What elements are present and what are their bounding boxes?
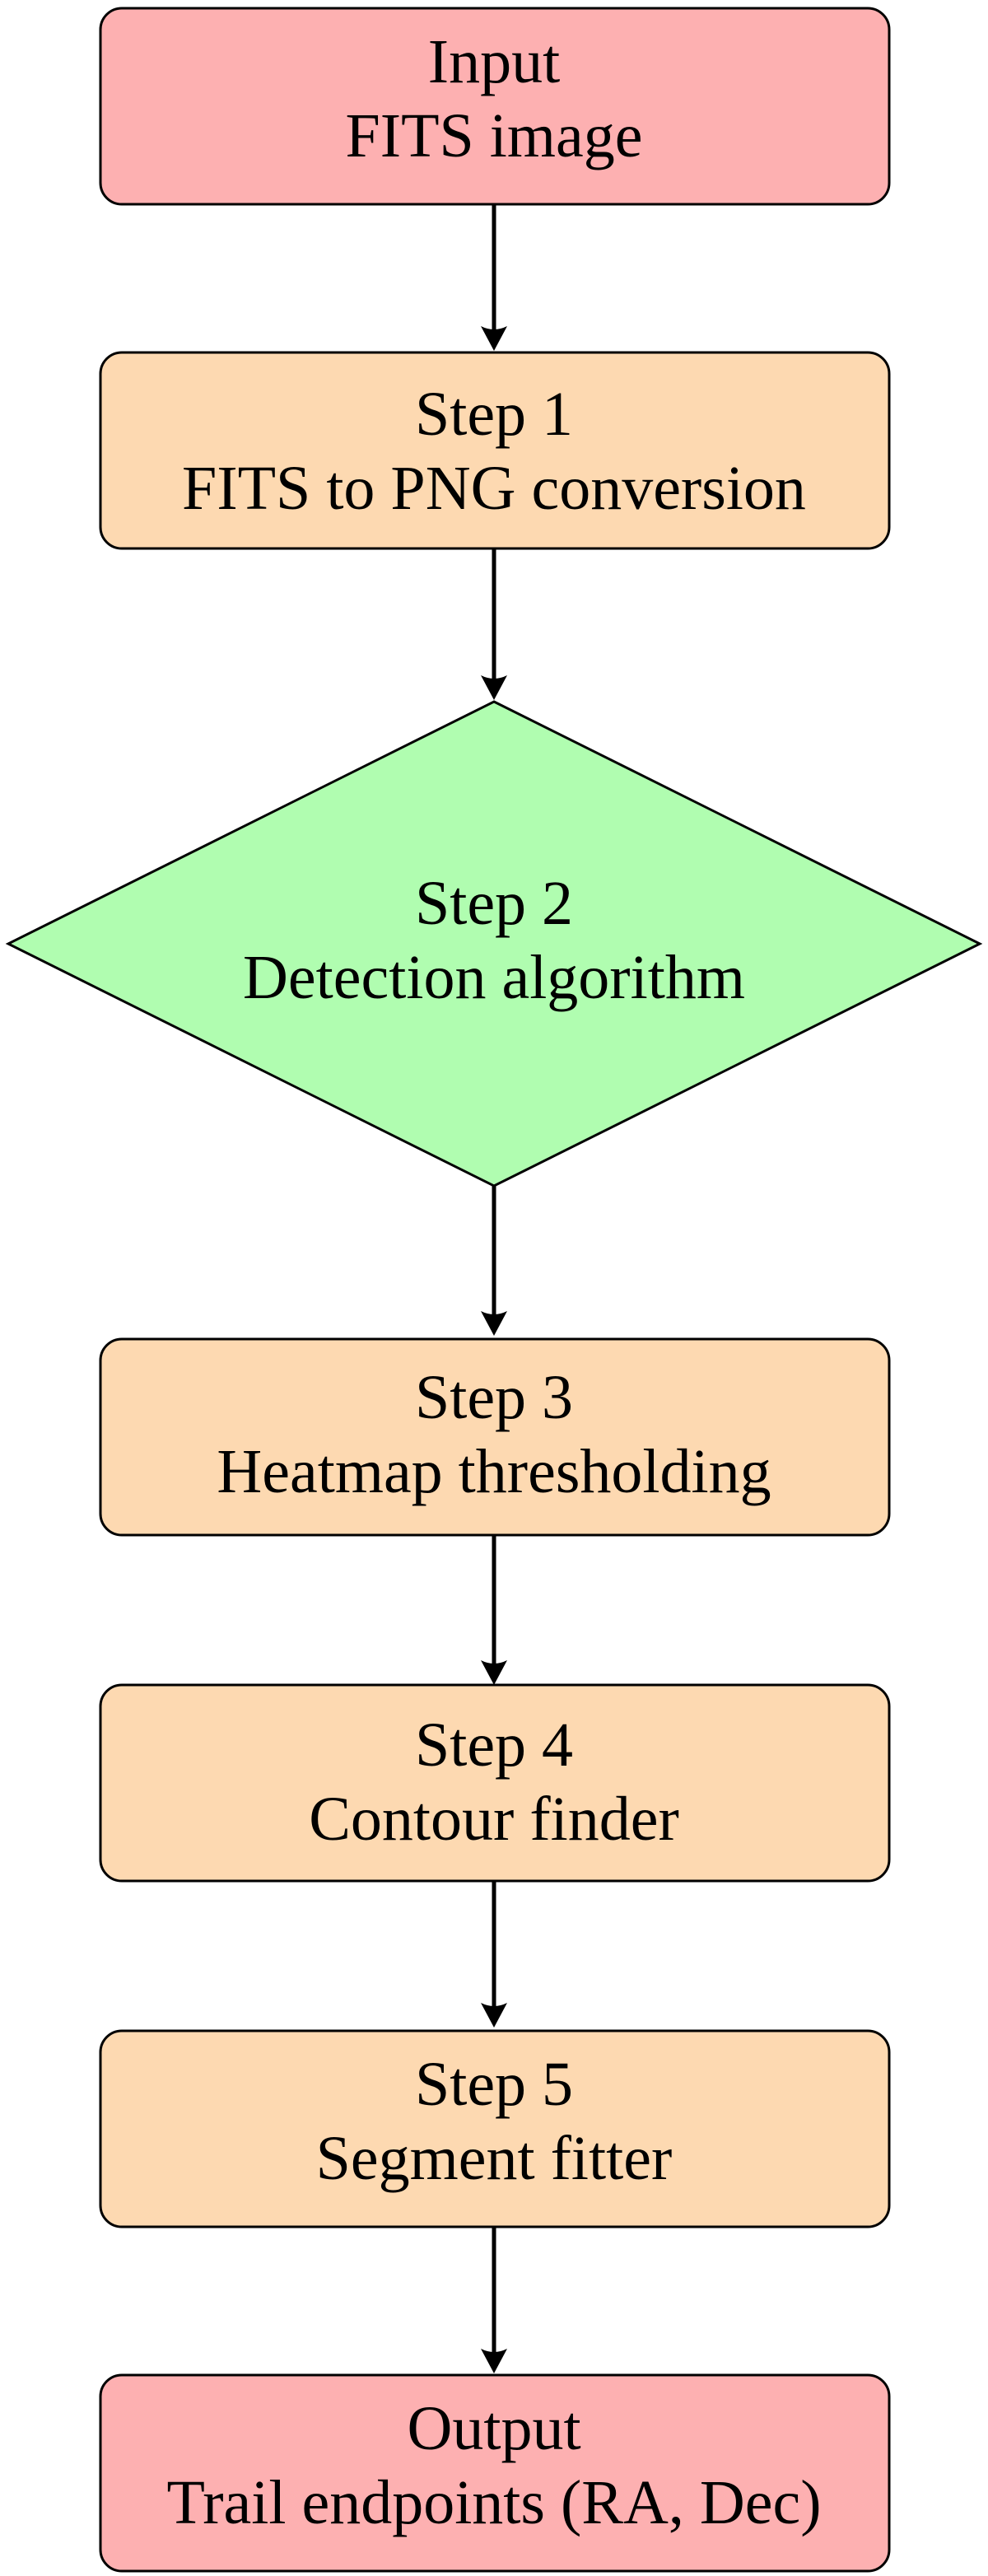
- node-output-title: Output: [407, 2394, 580, 2463]
- node-step2-title: Step 2: [415, 869, 573, 938]
- node-input-subtitle: FITS image: [346, 101, 643, 170]
- node-input-title: Input: [428, 27, 560, 96]
- arrow-step5-to-output: [481, 2227, 507, 2373]
- node-step2: Step 2 Detection algorithm: [5, 700, 983, 1188]
- node-step5-title: Step 5: [415, 2050, 573, 2119]
- node-step1-subtitle: FITS to PNG conversion: [182, 454, 806, 523]
- node-step5: Step 5 Segment fitter: [99, 2029, 891, 2228]
- node-step3-title: Step 3: [415, 1363, 573, 1432]
- arrow-step3-to-step4: [481, 1535, 507, 1685]
- node-step2-subtitle: Detection algorithm: [243, 943, 745, 1012]
- node-step4-subtitle: Contour finder: [309, 1785, 679, 1854]
- connector-arrows: [481, 204, 507, 2373]
- node-step1-title: Step 1: [415, 380, 573, 449]
- arrow-input-to-step1: [481, 204, 507, 351]
- node-step3-subtitle: Heatmap thresholding: [217, 1437, 771, 1506]
- arrow-step1-to-step2: [481, 548, 507, 700]
- arrow-step4-to-step5: [481, 1881, 507, 2028]
- node-output: Output Trail endpoints (RA, Dec): [99, 2373, 891, 2573]
- node-output-subtitle: Trail endpoints (RA, Dec): [166, 2468, 821, 2537]
- node-step4-title: Step 4: [415, 1710, 573, 1780]
- arrow-step2-to-step3: [481, 1186, 507, 1336]
- node-step3: Step 3 Heatmap thresholding: [99, 1337, 891, 1537]
- node-step5-subtitle: Segment fitter: [316, 2124, 673, 2193]
- node-step1: Step 1 FITS to PNG conversion: [99, 351, 891, 550]
- node-input: Input FITS image: [99, 7, 891, 206]
- node-step4: Step 4 Contour finder: [99, 1683, 891, 1883]
